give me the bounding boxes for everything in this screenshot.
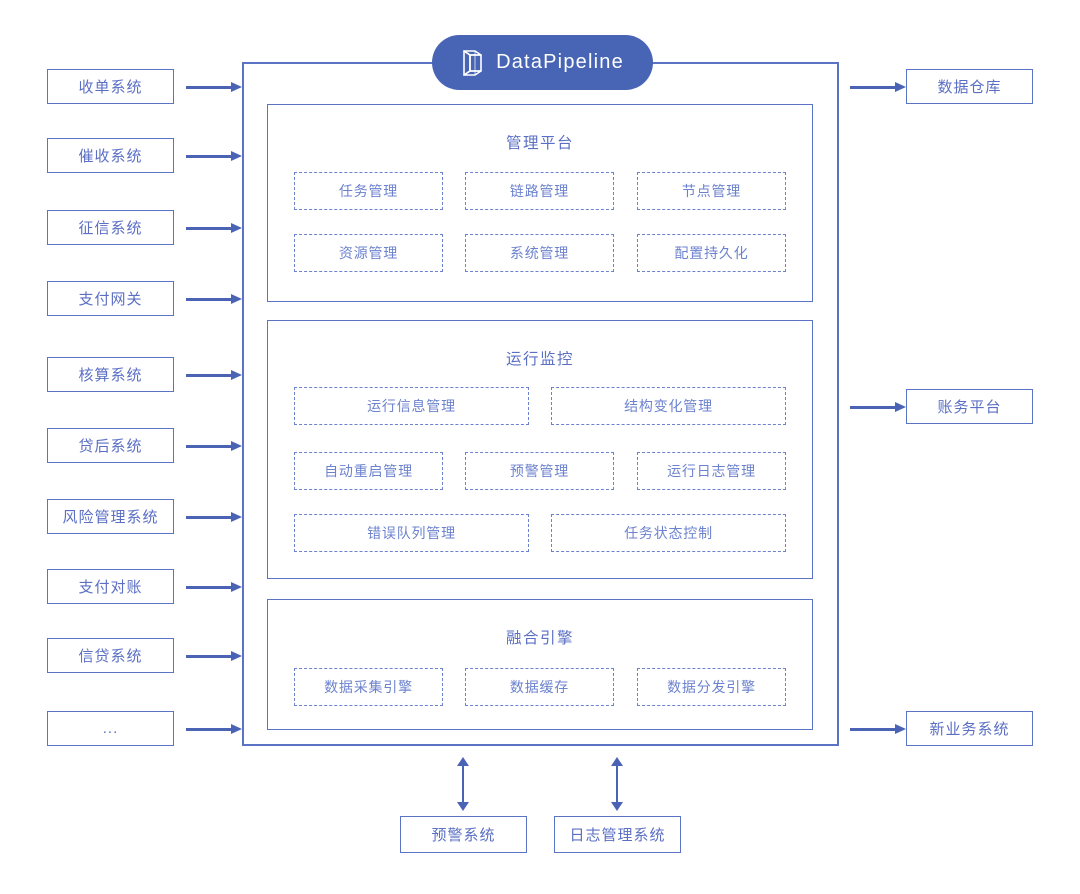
source-box-9[interactable]: ... (47, 711, 174, 746)
source-label: 支付对账 (78, 579, 143, 596)
panel-title: 融合引擎 (505, 630, 574, 647)
source-arrow-4 (186, 370, 242, 380)
module-link-management[interactable]: 链路管理 (465, 172, 614, 210)
source-box-0[interactable]: 收单系统 (47, 69, 174, 104)
source-label: 支付网关 (78, 291, 143, 308)
source-label: 风险管理系统 (62, 509, 159, 526)
target-arrow-2 (850, 724, 906, 734)
module-label: 数据缓存 (509, 679, 570, 695)
module-alert-management[interactable]: 预警管理 (465, 452, 614, 490)
module-task-management[interactable]: 任务管理 (294, 172, 443, 210)
module-label: 数据采集引擎 (324, 679, 413, 695)
source-arrow-5 (186, 441, 242, 451)
module-label: 自动重启管理 (324, 463, 413, 479)
target-label: 新业务系统 (929, 721, 1010, 738)
module-label: 资源管理 (338, 245, 399, 261)
module-error-queue-management[interactable]: 错误队列管理 (294, 514, 529, 552)
source-arrow-3 (186, 294, 242, 304)
module-label: 数据分发引擎 (667, 679, 756, 695)
source-box-1[interactable]: 催收系统 (47, 138, 174, 173)
source-arrow-9 (186, 724, 242, 734)
module-label: 结构变化管理 (624, 398, 713, 414)
module-label: 运行日志管理 (667, 463, 756, 479)
bottom-label: 预警系统 (431, 827, 496, 844)
target-box-2[interactable]: 新业务系统 (906, 711, 1033, 746)
source-box-7[interactable]: 支付对账 (47, 569, 174, 604)
module-label: 链路管理 (509, 183, 570, 199)
module-label: 节点管理 (681, 183, 742, 199)
module-runtime-log-management[interactable]: 运行日志管理 (637, 452, 786, 490)
source-box-4[interactable]: 核算系统 (47, 357, 174, 392)
target-label: 账务平台 (937, 399, 1002, 416)
panel-fusion-engine: 融合引擎 (267, 599, 813, 730)
module-label: 任务管理 (338, 183, 399, 199)
module-structure-change-management[interactable]: 结构变化管理 (551, 387, 786, 425)
bottom-box-1[interactable]: 日志管理系统 (554, 816, 681, 853)
panel-title: 运行监控 (505, 351, 574, 368)
source-box-5[interactable]: 贷后系统 (47, 428, 174, 463)
source-arrow-7 (186, 582, 242, 592)
source-label: 核算系统 (78, 367, 143, 384)
module-node-management[interactable]: 节点管理 (637, 172, 786, 210)
target-box-0[interactable]: 数据仓库 (906, 69, 1033, 104)
datapipeline-logo: DataPipeline (432, 35, 653, 90)
module-runtime-info-management[interactable]: 运行信息管理 (294, 387, 529, 425)
module-label: 预警管理 (509, 463, 570, 479)
source-box-8[interactable]: 信贷系统 (47, 638, 174, 673)
module-data-cache[interactable]: 数据缓存 (465, 668, 614, 706)
source-arrow-8 (186, 651, 242, 661)
module-label: 任务状态控制 (624, 525, 713, 541)
source-label: 征信系统 (78, 220, 143, 237)
logo-text: DataPipeline (496, 51, 624, 73)
source-label: 催收系统 (78, 148, 143, 165)
source-box-6[interactable]: 风险管理系统 (47, 499, 174, 534)
module-task-state-control[interactable]: 任务状态控制 (551, 514, 786, 552)
datapipeline-logo-icon (461, 48, 487, 78)
bottom-arrow-1 (611, 757, 623, 811)
target-box-1[interactable]: 账务平台 (906, 389, 1033, 424)
source-box-2[interactable]: 征信系统 (47, 210, 174, 245)
bottom-label: 日志管理系统 (569, 827, 666, 844)
source-arrow-0 (186, 82, 242, 92)
bottom-box-0[interactable]: 预警系统 (400, 816, 527, 853)
source-box-3[interactable]: 支付网关 (47, 281, 174, 316)
module-config-persistence[interactable]: 配置持久化 (637, 234, 786, 272)
source-label: 信贷系统 (78, 648, 143, 665)
source-label: 收单系统 (78, 79, 143, 96)
source-label: ... (102, 720, 119, 737)
panel-title: 管理平台 (505, 135, 574, 152)
module-label: 运行信息管理 (367, 398, 456, 414)
module-resource-management[interactable]: 资源管理 (294, 234, 443, 272)
source-label: 贷后系统 (78, 438, 143, 455)
module-data-distribution-engine[interactable]: 数据分发引擎 (637, 668, 786, 706)
target-arrow-0 (850, 82, 906, 92)
target-arrow-1 (850, 402, 906, 412)
source-arrow-6 (186, 512, 242, 522)
source-arrow-2 (186, 223, 242, 233)
module-data-collection-engine[interactable]: 数据采集引擎 (294, 668, 443, 706)
module-auto-restart-management[interactable]: 自动重启管理 (294, 452, 443, 490)
module-system-management[interactable]: 系统管理 (465, 234, 614, 272)
source-arrow-1 (186, 151, 242, 161)
module-label: 配置持久化 (674, 245, 749, 261)
bottom-arrow-0 (457, 757, 469, 811)
module-label: 系统管理 (509, 245, 570, 261)
module-label: 错误队列管理 (367, 525, 456, 541)
target-label: 数据仓库 (937, 79, 1002, 96)
